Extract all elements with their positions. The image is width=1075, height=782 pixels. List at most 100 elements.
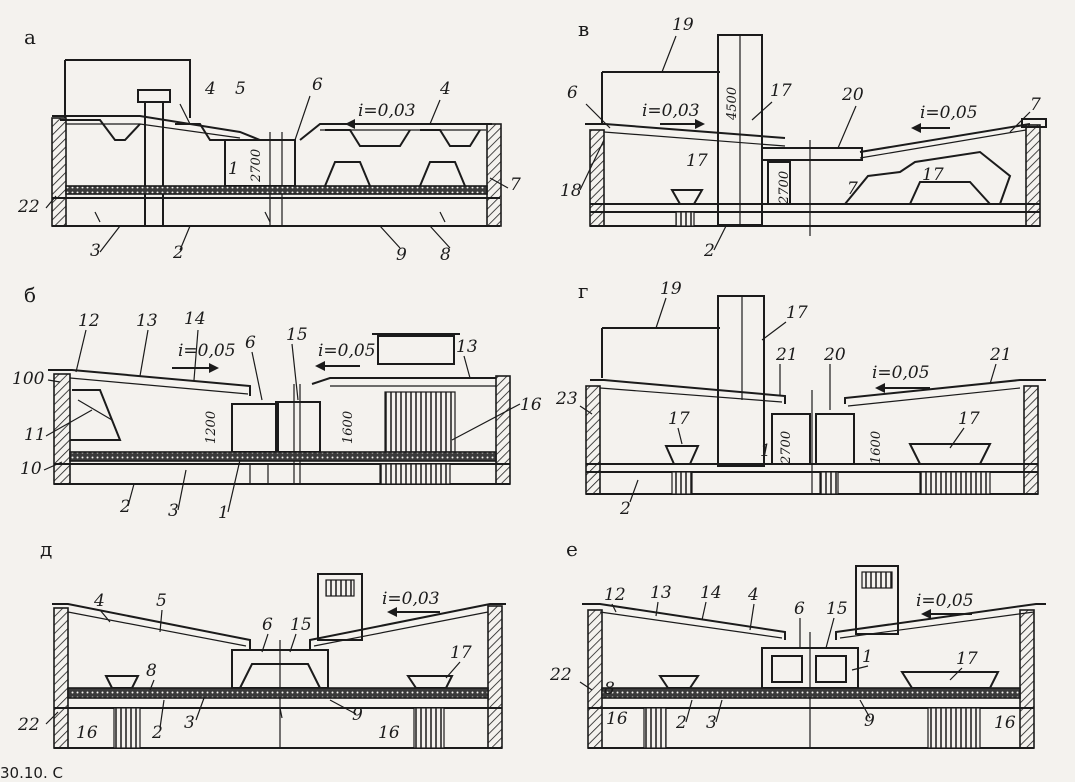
label-v-17: 17: [770, 81, 792, 101]
panel-b: б i=0,05 i=0,05 1200 160: [12, 283, 542, 523]
label-e-14: 14: [700, 583, 722, 603]
slope-label-d: i=0,03: [382, 589, 440, 609]
label-a-4b: 4: [439, 79, 451, 99]
label-e-2: 2: [675, 713, 687, 733]
label-v-2: 2: [703, 241, 715, 261]
label-e-16b: 16: [994, 713, 1016, 733]
slope-left-v: i=0,03: [642, 101, 700, 121]
label-g-21b: 21: [989, 345, 1012, 365]
label-e-1: 1: [862, 647, 873, 667]
slope-left-b: i=0,05: [178, 341, 236, 361]
slope-label-a: i=0,03: [358, 101, 416, 121]
label-e-3: 3: [706, 713, 717, 733]
label-g-1: 1: [760, 441, 771, 461]
label-e-13: 13: [650, 583, 672, 603]
label-v-17c: 17: [922, 165, 944, 185]
label-e-17: 17: [956, 649, 978, 669]
label-v-7b: 7: [847, 179, 858, 199]
label-d-22: 22: [17, 715, 40, 735]
label-d-6: 6: [262, 615, 273, 635]
slope-label-g: i=0,05: [872, 363, 930, 383]
label-d-17: 17: [450, 643, 472, 663]
panel-e: е i=0,05 12 13 14 4 6 15: [549, 537, 1046, 749]
label-g-21: 21: [775, 345, 798, 365]
caption: 30.10. С: [0, 764, 63, 782]
label-e-15: 15: [826, 599, 848, 619]
label-a-3: 3: [90, 241, 101, 261]
panel-letter-d: д: [40, 537, 52, 561]
dim-a-2700: 2700: [249, 149, 264, 183]
label-d-4: 4: [93, 591, 105, 611]
label-v-20: 20: [841, 85, 864, 105]
label-d-8: 8: [146, 661, 157, 681]
panel-d: д i=0,03 4 5 6 15 22 8: [17, 537, 506, 749]
label-d-9: 9: [352, 705, 363, 725]
label-b-11: 11: [24, 425, 46, 445]
label-d-16b: 16: [378, 723, 400, 743]
label-d-3: 3: [184, 713, 195, 733]
label-b-3: 3: [168, 501, 179, 521]
panel-letter-b: б: [24, 283, 36, 307]
label-e-12: 12: [604, 585, 626, 605]
label-b-1: 1: [218, 503, 229, 523]
label-b-12: 12: [78, 311, 100, 331]
dim-b-1200: 1200: [204, 411, 219, 444]
panel-letter-v: в: [578, 17, 589, 41]
label-v-7: 7: [1030, 95, 1041, 115]
label-d-5: 5: [156, 591, 167, 611]
dim-v-2700: 2700: [777, 171, 792, 205]
label-a-6: 6: [312, 75, 323, 95]
label-b-16: 16: [520, 395, 542, 415]
label-g-2: 2: [619, 499, 631, 519]
label-g-20: 20: [823, 345, 846, 365]
label-g-17c: 17: [958, 409, 980, 429]
label-b-15: 15: [286, 325, 308, 345]
slope-label-e: i=0,05: [916, 591, 974, 611]
label-a-7: 7: [510, 175, 521, 195]
label-a-2: 2: [172, 243, 184, 263]
label-v-18: 18: [560, 181, 582, 201]
label-b-2: 2: [119, 497, 131, 517]
label-e-4: 4: [747, 585, 759, 605]
panel-letter-g: г: [578, 279, 588, 303]
label-a-9: 9: [396, 245, 407, 265]
label-b-100: 100: [12, 369, 45, 389]
label-a-8: 8: [440, 245, 451, 265]
label-v-19: 19: [672, 15, 694, 35]
dim-g-2700: 2700: [779, 431, 794, 465]
panel-letter-a: а: [24, 25, 36, 49]
panel-a: а i=0,03 2700 4 5: [17, 25, 521, 265]
label-e-6: 6: [794, 599, 805, 619]
label-g-23: 23: [555, 389, 578, 409]
label-e-9: 9: [864, 711, 875, 731]
dim-b-1600: 1600: [341, 411, 356, 444]
slope-right-b: i=0,05: [318, 341, 376, 361]
label-d-16: 16: [76, 723, 98, 743]
panel-letter-e: е: [566, 537, 578, 561]
label-a-1: 1: [228, 159, 239, 179]
label-b-13b: 13: [456, 337, 478, 357]
panel-g: г i=0,05 2700 1600 19 17: [555, 279, 1046, 519]
dim-v-4500: 4500: [725, 87, 740, 121]
label-b-14: 14: [184, 309, 206, 329]
label-g-17b: 17: [668, 409, 690, 429]
label-a-5: 5: [235, 79, 246, 99]
label-v-6: 6: [567, 83, 578, 103]
panel-v: в i=0,03 i=0,05 4500 270: [560, 15, 1047, 261]
label-b-6: 6: [245, 333, 256, 353]
label-e-22: 22: [549, 665, 572, 685]
dim-g-1600: 1600: [869, 431, 884, 464]
label-e-8: 8: [604, 679, 615, 699]
label-d-2: 2: [151, 723, 163, 743]
label-d-15: 15: [290, 615, 312, 635]
slope-right-v: i=0,05: [920, 103, 978, 123]
label-b-10: 10: [20, 459, 42, 479]
label-g-19: 19: [660, 279, 682, 299]
label-e-16: 16: [606, 709, 628, 729]
label-g-17: 17: [786, 303, 808, 323]
label-b-13: 13: [136, 311, 158, 331]
label-a-22: 22: [17, 197, 40, 217]
label-v-17b: 17: [686, 151, 708, 171]
label-a-4: 4: [204, 79, 216, 99]
